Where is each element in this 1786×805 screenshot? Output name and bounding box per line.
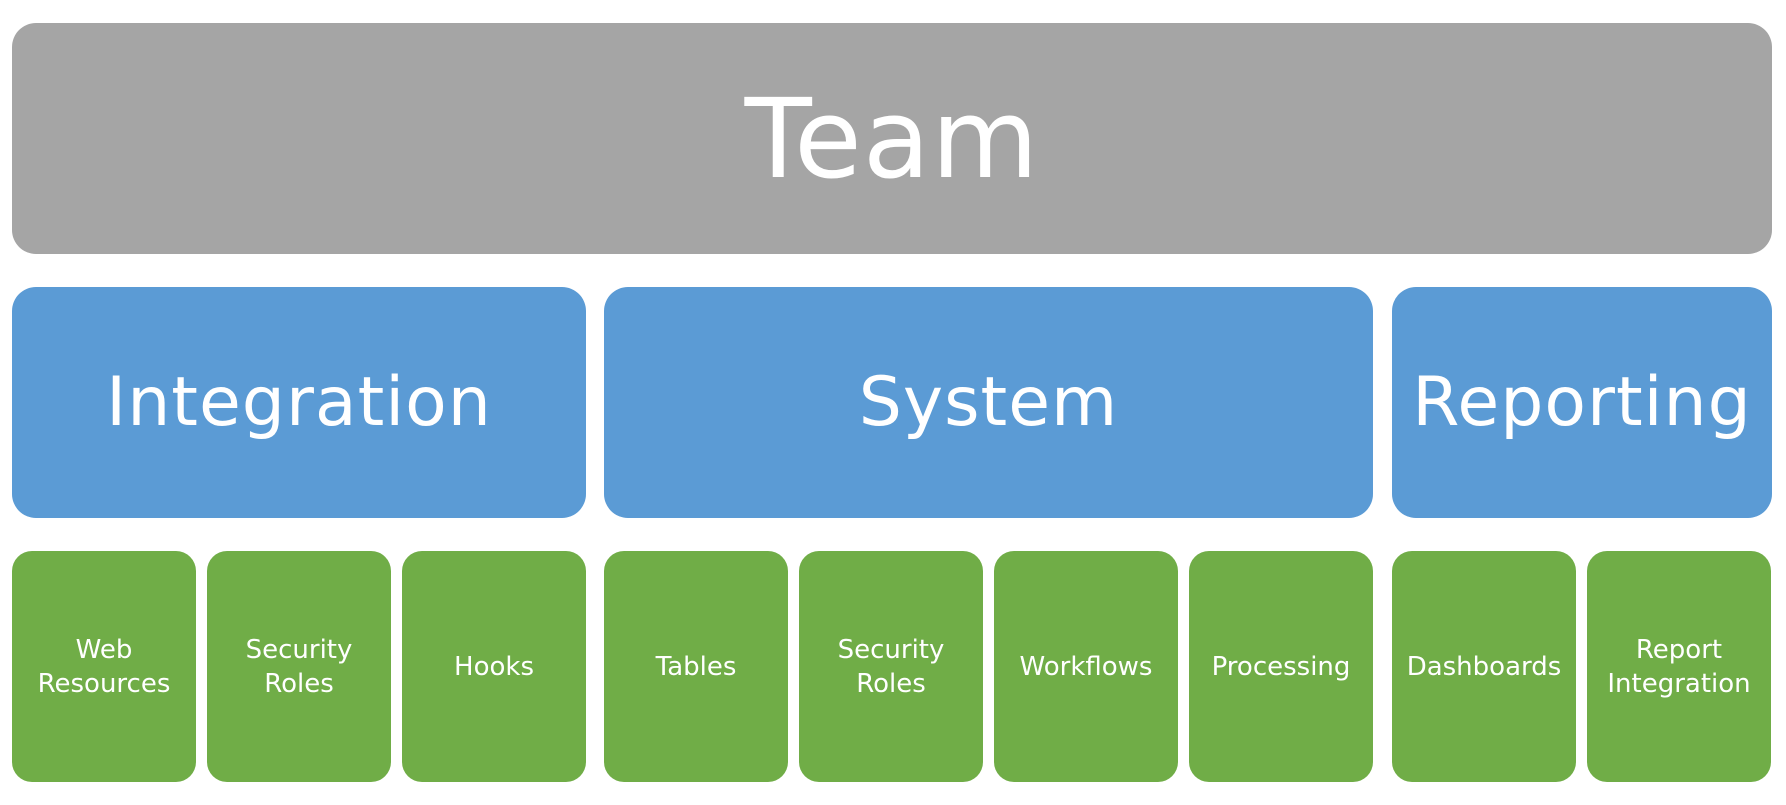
leaf-report-integration: Report Integration: [1587, 551, 1771, 782]
group-reporting: Reporting: [1392, 287, 1772, 518]
leaf-system-security-roles: Security Roles: [799, 551, 983, 782]
leaf-workflows: Workflows: [994, 551, 1178, 782]
group-integration: Integration: [12, 287, 586, 518]
team-node: Team: [12, 23, 1772, 254]
leaf-dashboards: Dashboards: [1392, 551, 1576, 782]
leaf-integration-security-roles: Security Roles: [207, 551, 391, 782]
leaf-web-resources: Web Resources: [12, 551, 196, 782]
leaf-processing: Processing: [1189, 551, 1373, 782]
leaf-tables: Tables: [604, 551, 788, 782]
group-system: System: [604, 287, 1373, 518]
leaf-hooks: Hooks: [402, 551, 586, 782]
